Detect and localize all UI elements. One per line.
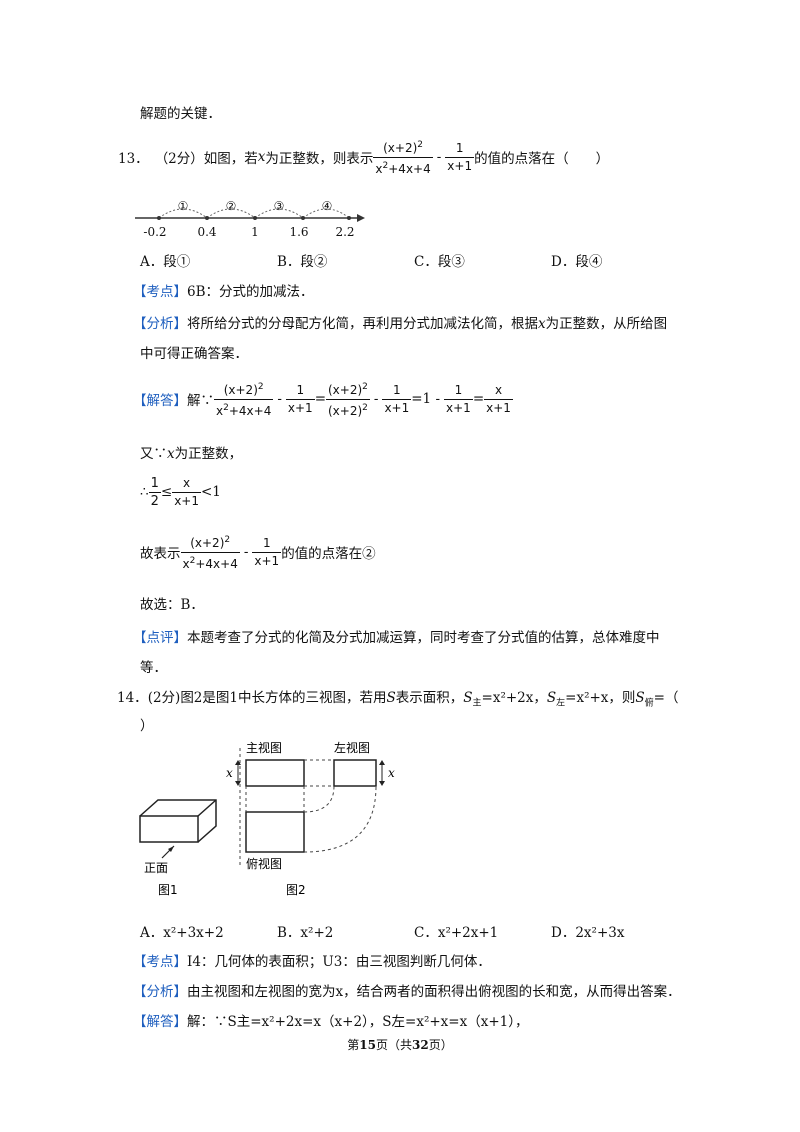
q13-var-x: x: [257, 149, 266, 165]
q14-stem: 14．(2分)图2是图1中长方体的三视图，若用S表示面积，S主=x²+2x，S左…: [117, 690, 679, 709]
q13-kaodian: 【考点】6B：分式的加减法．: [133, 284, 314, 300]
q14-kaodian: 【考点】I4：几何体的表面积；U3：由三视图判断几何体．: [133, 954, 491, 970]
q14-fenxi: 【分析】由主视图和左视图的宽为x，结合两者的面积得出俯视图的长和宽，从而得出答案…: [133, 984, 681, 1000]
kaodian-tag: 【考点】: [133, 954, 187, 970]
tick-label: 0.4: [197, 225, 216, 239]
main-view-rect: [245, 759, 305, 787]
q13-you: 又∵x为正整数，: [140, 446, 243, 462]
q13-stem-c: 的值的点落在（ ）: [474, 151, 610, 167]
dianping-tag: 【点评】: [133, 630, 187, 646]
q13-option-d: D．段④: [551, 254, 603, 270]
tick-label: 1.6: [289, 225, 308, 239]
q13-dianping: 【点评】本题考查了分式的化简及分式加减运算，同时考查了分式值的估算，总体难度中: [133, 630, 660, 646]
kaodian-tag: 【考点】: [133, 284, 187, 300]
page-footer: 第15页（共32页）: [347, 1038, 453, 1052]
tick-label: 2.2: [335, 225, 354, 239]
q13-dianping-line2: 等．: [140, 660, 167, 676]
segment-label-2: ②: [226, 199, 237, 213]
label-fig1: 图1: [158, 883, 178, 897]
x-label-left: x: [388, 766, 395, 780]
q13-fenxi: 【分析】将所给分式的分母配方化简，再利用分式加减法化简，根据x为正整数，从所给图: [133, 316, 668, 332]
q13-option-a: A．段①: [140, 254, 191, 270]
tick-label: 1: [251, 225, 259, 239]
fenxi-tag: 【分析】: [133, 984, 187, 1000]
x-label-main: x: [226, 766, 233, 780]
segment-label-3: ③: [274, 199, 285, 213]
page-number: 15: [359, 1038, 376, 1052]
left-view-rect: [333, 759, 377, 787]
label-fig2: 图2: [286, 883, 306, 897]
jieda-fraction-1: (x+2)2 x2+4x+4: [214, 379, 274, 420]
fenxi-tag: 【分析】: [133, 316, 187, 332]
cuboid-figure: [139, 799, 217, 843]
q13-stem-a: 如图，若: [203, 151, 258, 167]
q13-answer: 故选：B．: [140, 597, 204, 613]
number-line: ① ② ③ ④ -0.2 0.4 1 1.6 2.2: [135, 199, 365, 239]
q14-jieda: 【解答】解：∵S主=x²+2x=x（x+2），S左=x²+x=x（x+1），: [133, 1014, 529, 1030]
jieda-tag: 【解答】: [133, 393, 187, 409]
q13-stem-b: 为正整数，则表示: [265, 151, 374, 167]
top-view-rect: [245, 811, 305, 853]
total-pages: 32: [412, 1038, 429, 1052]
q13-fraction-2: 1 x+1: [445, 140, 475, 173]
q13-option-c: C．段③: [414, 254, 465, 270]
q14-option-b: B．x²+2: [277, 925, 334, 941]
q13-score: （2分）: [154, 151, 204, 167]
jieda-tag: 【解答】: [133, 1014, 187, 1030]
q13-fraction-1: (x+2)2 x2+4x+4: [373, 137, 433, 178]
label-left-view: 左视图: [334, 740, 370, 755]
minus-sign: -: [436, 149, 442, 165]
q14-option-a: A．x²+3x+2: [140, 925, 224, 941]
q13-fenxi-line2: 中可得正确答案．: [140, 346, 248, 362]
q14-close-paren: ）: [140, 718, 154, 734]
label-main-view: 主视图: [246, 740, 282, 755]
segment-label-4: ④: [322, 199, 333, 213]
segment-label-1: ①: [178, 199, 189, 213]
q13-number: 13．: [118, 151, 149, 167]
q13-option-b: B．段②: [277, 254, 328, 270]
q13-stem: 13． （2分） 如图，若 x 为正整数，则表示 (x+2)2 x2+4x+4 …: [118, 132, 609, 182]
label-front: 正面: [144, 861, 168, 875]
label-top-view: 俯视图: [246, 856, 282, 871]
q14-option-d: D．2x²+3x: [551, 925, 625, 941]
top-line: 解题的关键．: [140, 106, 221, 122]
q14-figure: 正面 图1 主视图 左视图 x x 俯视图 图2: [139, 740, 395, 897]
q14-option-c: C．x²+2x+1: [414, 925, 499, 941]
tick-label: -0.2: [143, 225, 166, 239]
